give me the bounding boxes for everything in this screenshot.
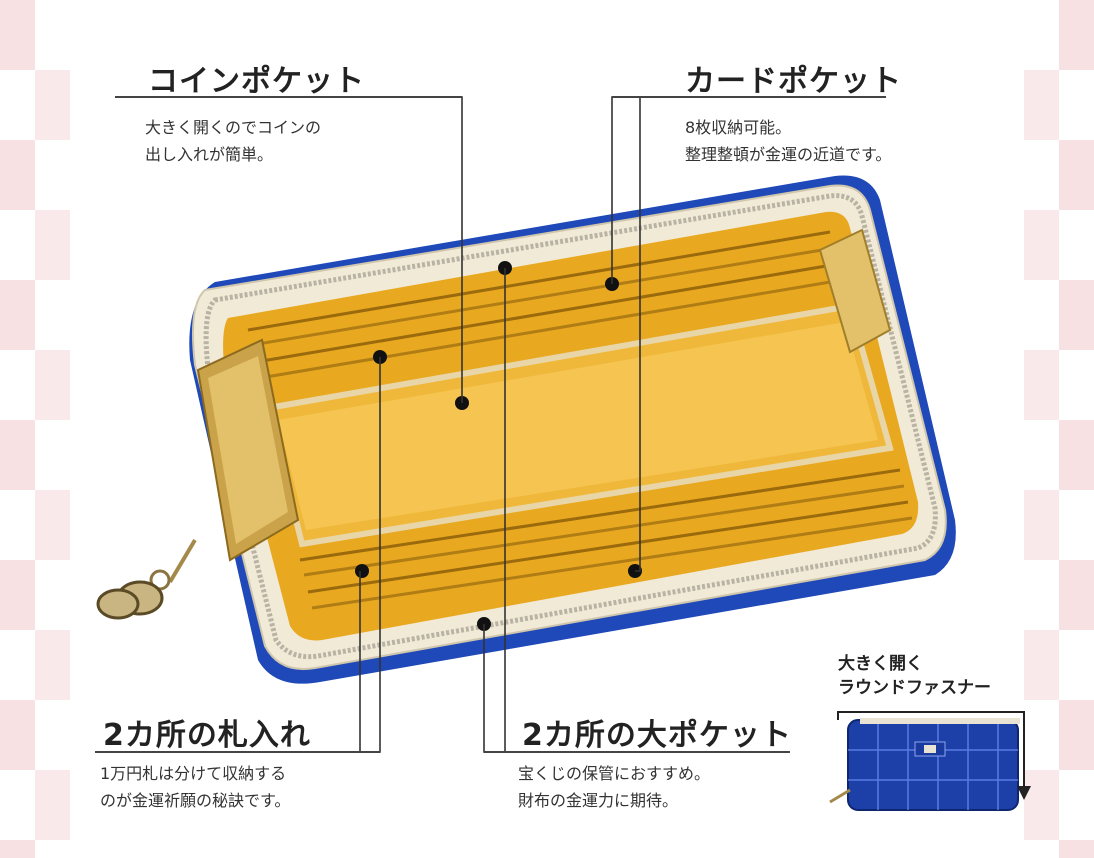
bill-pocket-desc: 1万円札は分けて収納する のが金運祈願の秘訣です。	[100, 764, 291, 810]
big-pocket-title: 2カ所の大ポケット	[522, 718, 792, 753]
big-pocket-desc: 宝くじの保管におすすめ。 財布の金運力に期待。	[518, 764, 711, 810]
checker-border-left	[0, 0, 70, 858]
card-pocket-title: カードポケット	[685, 64, 902, 99]
bill-pocket-title: 2カ所の札入れ	[103, 718, 311, 753]
checker-border-right	[1024, 0, 1094, 858]
card-pocket-desc: 8枚収納可能。 整理整頓が金運の近道です。	[685, 118, 892, 164]
big-title-rule	[484, 751, 790, 753]
fastener-thumbnail	[829, 718, 1020, 811]
gourd-charm-icon	[96, 538, 197, 620]
coin-pocket-desc: 大きく開くのでコインの 出し入れが簡単。	[145, 118, 322, 164]
card-title-rule	[612, 96, 886, 98]
bill-title-rule	[95, 751, 380, 753]
coin-pocket-title: コインポケット	[148, 64, 365, 99]
coin-title-rule	[115, 96, 462, 98]
fastener-label: 大きく開く ラウンドファスナー	[838, 654, 991, 698]
arrow-down-icon	[837, 711, 1031, 800]
